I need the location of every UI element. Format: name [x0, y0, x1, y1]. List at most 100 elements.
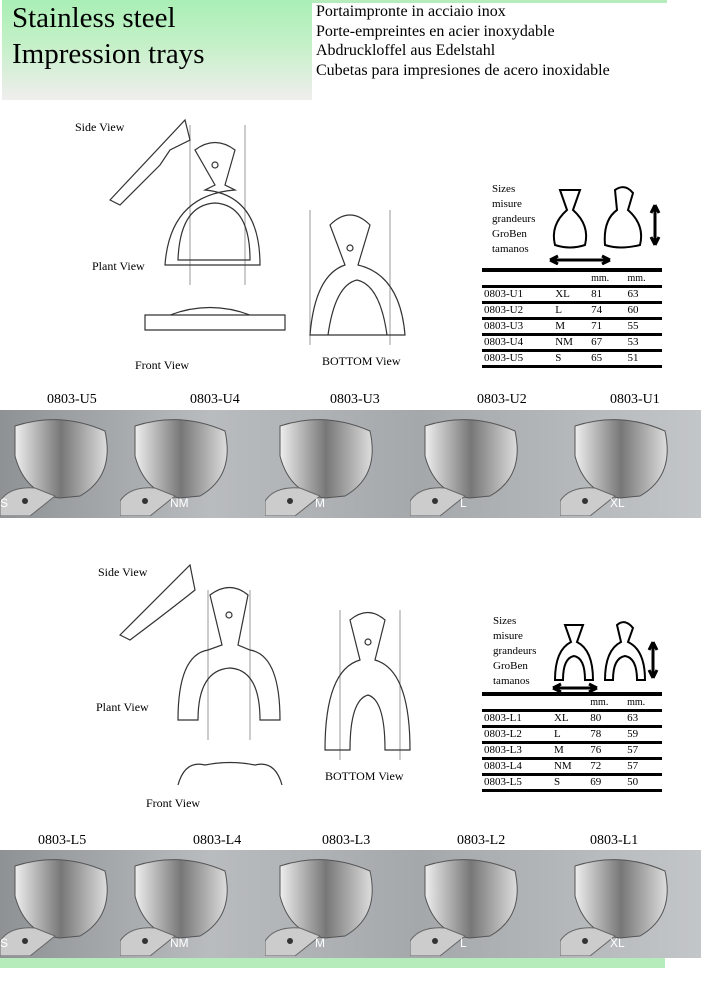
lower-bottom-view-label: BOTTOM View — [325, 769, 404, 783]
translation-de: Abdruckloffel aus Edelstahl — [316, 42, 496, 59]
product-code: 0803-U4 — [190, 392, 240, 407]
tray-photo: NM — [120, 416, 240, 516]
width-cell: 69 — [588, 774, 626, 792]
tray-image — [410, 419, 518, 516]
width-cell: 76 — [588, 742, 626, 760]
code-cell: 0803-L2 — [482, 726, 552, 744]
translation-it: Portaimpronte in acciaio inox — [316, 3, 506, 20]
tray-image — [265, 859, 373, 956]
width-cell: 72 — [588, 758, 626, 776]
width-cell: 81 — [589, 286, 626, 304]
header-cell: mm. — [588, 692, 626, 712]
sizes-it: misure — [493, 630, 523, 642]
size-cell: S — [553, 350, 590, 368]
tray-image — [0, 859, 108, 956]
lower-sizes-label: Sizes misure grandeurs GroBen tamanos — [493, 614, 536, 689]
sizes-de: GroBen — [493, 660, 528, 672]
product-code: 0803-U1 — [610, 392, 660, 407]
code-cell: 0803-L1 — [482, 710, 552, 728]
length-cell: 55 — [625, 318, 662, 336]
header-cell — [482, 692, 552, 712]
tray-photo: XL — [560, 856, 680, 956]
sizes-es: tamanos — [493, 675, 530, 687]
upper-side-view-label: Side View — [75, 120, 125, 134]
length-cell: 51 — [625, 350, 662, 368]
size-cell: S — [551, 774, 589, 792]
size-stamp-label: M — [315, 936, 325, 950]
product-code: 0803-L2 — [457, 833, 506, 848]
tray-image — [120, 419, 228, 516]
sizes-it: misure — [492, 198, 522, 210]
size-stamp-label: XL — [610, 936, 625, 950]
product-code: 0803-U2 — [477, 392, 527, 407]
code-cell: 0803-U4 — [482, 334, 554, 352]
length-cell: 57 — [625, 742, 662, 760]
size-cell: NM — [553, 334, 590, 352]
tray-photo: NM — [120, 856, 240, 956]
sizes-en: Sizes — [492, 183, 516, 195]
sizes-en: Sizes — [493, 615, 517, 627]
tray-image — [560, 859, 668, 956]
code-cell: 0803-U3 — [482, 318, 554, 336]
upper-front-view-label: Front View — [135, 358, 190, 372]
size-stamp-label: S — [0, 496, 9, 510]
length-cell: 63 — [625, 710, 662, 728]
size-cell: L — [551, 726, 589, 744]
header-cell — [482, 268, 554, 288]
lower-side-view-label: Side View — [98, 565, 148, 579]
size-stamp-label: L — [460, 496, 467, 510]
size-stamp-label: XL — [610, 496, 625, 510]
width-cell: 71 — [589, 318, 626, 336]
tray-photo: S — [0, 856, 120, 956]
size-stamp-label: L — [460, 936, 467, 950]
code-cell: 0803-U2 — [482, 302, 554, 320]
width-cell: 67 — [589, 334, 626, 352]
upper-technical-drawing — [109, 118, 406, 345]
size-cell: XL — [551, 710, 589, 728]
size-cell: M — [553, 318, 590, 336]
code-cell: 0803-L5 — [482, 774, 552, 792]
upper-plant-view-label: Plant View — [92, 259, 145, 273]
tray-image — [265, 419, 373, 516]
upper-bottom-view-label: BOTTOM View — [322, 354, 401, 368]
header-cell: mm. — [589, 268, 626, 288]
width-cell: 65 — [589, 350, 626, 368]
code-cell: 0803-U1 — [482, 286, 554, 304]
lower-photo-strip: S NM M L XL — [0, 850, 701, 958]
title-line-2: Impression trays — [12, 38, 205, 70]
lower-front-view-label: Front View — [146, 796, 201, 810]
tray-photo: M — [265, 416, 385, 516]
table-header-row: mm.mm. — [482, 692, 662, 712]
header-cell — [551, 692, 589, 712]
sizes-fr: grandeurs — [492, 213, 536, 225]
tray-photo: L — [410, 416, 530, 516]
product-code: 0803-L5 — [38, 833, 87, 848]
length-cell: 60 — [625, 302, 662, 320]
size-stamp-label: NM — [170, 496, 189, 510]
tray-photo: M — [265, 856, 385, 956]
width-cell: 74 — [589, 302, 626, 320]
length-cell: 63 — [625, 286, 662, 304]
code-cell: 0803-U5 — [482, 350, 554, 368]
header-banner: Stainless steel Impression trays — [2, 0, 312, 100]
code-cell: 0803-L3 — [482, 742, 552, 760]
upper-photo-strip: S NM M L XL — [0, 410, 701, 518]
tray-image — [410, 859, 518, 956]
width-cell: 80 — [588, 710, 626, 728]
sizes-de: GroBen — [492, 228, 527, 240]
product-code: 0803-L3 — [322, 833, 371, 848]
sizes-fr: grandeurs — [493, 645, 537, 657]
size-cell: NM — [551, 758, 589, 776]
size-stamp-label: M — [315, 496, 325, 510]
size-stamp-label: S — [0, 936, 9, 950]
length-cell: 57 — [625, 758, 662, 776]
